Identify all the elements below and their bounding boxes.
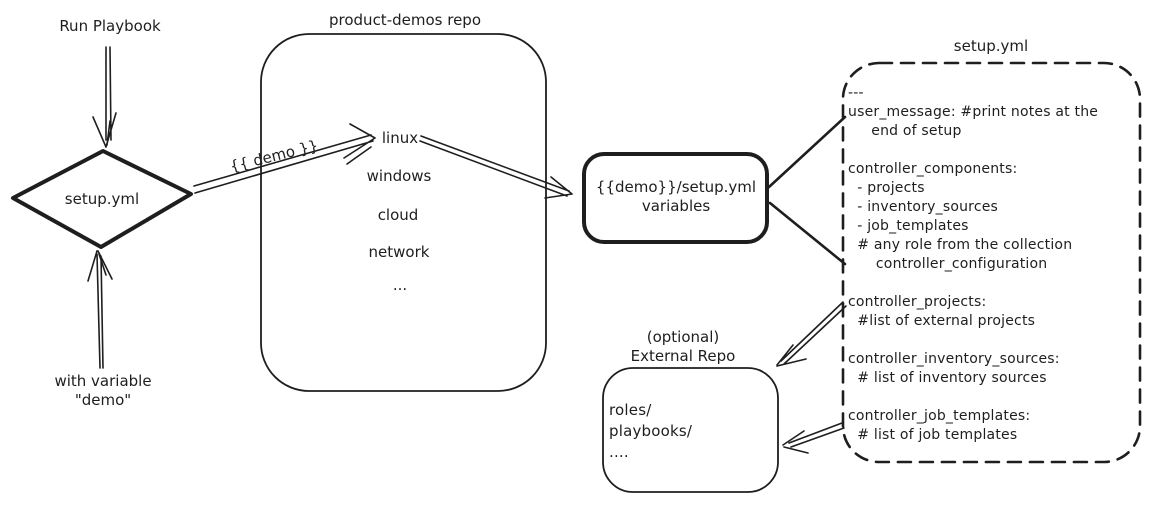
product-demos-repo-box (260, 33, 547, 392)
external-title-line2: External Repo (630, 347, 736, 365)
arrow-linux-to-variables (419, 135, 573, 199)
variables-box (582, 152, 769, 244)
repo-item-network: network (368, 243, 430, 261)
connector-variables-to-setup (767, 115, 847, 266)
variables-line2: variables (641, 197, 711, 215)
variables-line1: {{demo}}/setup.yml (595, 178, 757, 196)
variables-box-label: {{demo}}/setup.yml variables (596, 178, 756, 216)
external-repo-box (602, 367, 779, 493)
external-title-line1: (optional) (646, 328, 720, 346)
arrow-jobtemplates-to-external (782, 422, 845, 454)
with-variable-label: with variable "demo" (54, 372, 151, 410)
arrow-with-variable (87, 250, 113, 369)
repo-item-ellipsis: ... (392, 276, 408, 294)
arrow-run-playbook (92, 46, 117, 148)
arrow-demo-to-linux (193, 123, 376, 194)
repo-title: product-demos repo (329, 11, 481, 29)
repo-item-linux: linux (381, 129, 419, 147)
with-variable-line1: with variable (54, 372, 152, 390)
run-playbook-label: Run Playbook (59, 17, 161, 35)
setup-yml-content: --- user_message: #print notes at the en… (848, 85, 1099, 443)
arrow-projects-to-external (776, 301, 847, 367)
external-repo-title: (optional) External Repo (631, 328, 736, 366)
repo-item-cloud: cloud (377, 206, 419, 224)
repo-item-windows: windows (366, 167, 432, 185)
diamond-label: setup.yml (64, 190, 140, 208)
setup-yml-title: setup.yml (953, 37, 1029, 55)
diamond-shape (11, 149, 193, 249)
with-variable-line2: "demo" (74, 391, 132, 409)
external-repo-content: roles/ playbooks/ .... (609, 401, 693, 461)
